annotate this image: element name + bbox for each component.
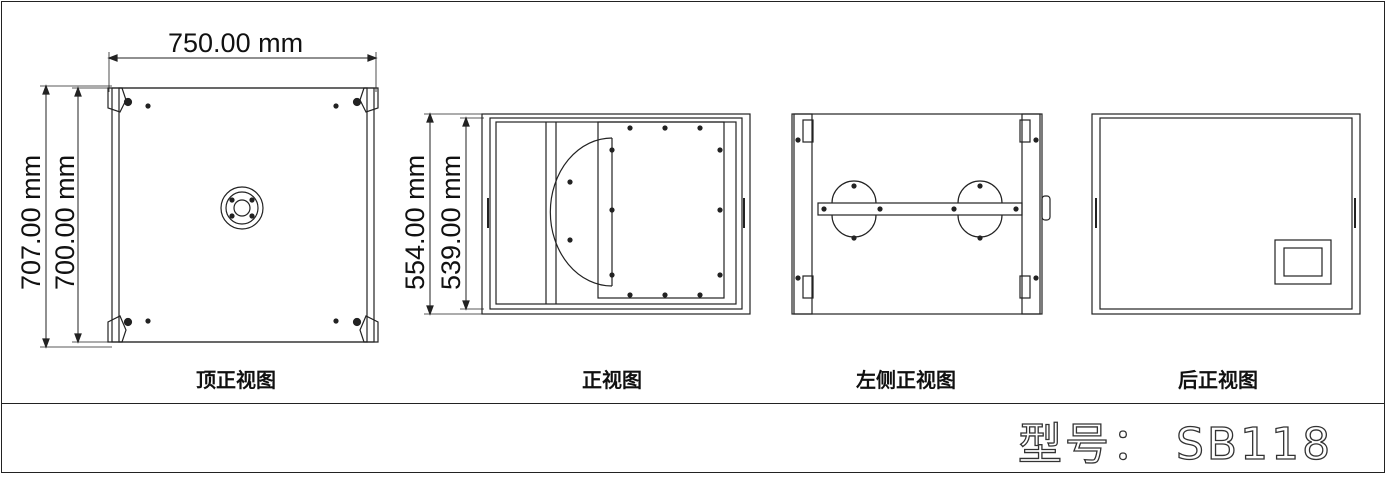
top-width-dimension: 750.00 mm (168, 28, 303, 58)
left-side-view-caption: 左侧正视图 (856, 368, 956, 392)
title-block-divider (1, 403, 1385, 404)
top-depth-outer-dimension: 707.00 mm (16, 155, 46, 290)
top-view-caption: 顶正视图 (196, 368, 276, 392)
top-depth-inner-dimension: 700.00 mm (50, 155, 80, 290)
left-side-view (791, 113, 1051, 315)
rear-view-caption: 后正视图 (1178, 368, 1258, 392)
model-number: 型号： SB118 (1017, 418, 1334, 470)
front-height-outer-dimension: 554.00 mm (400, 155, 430, 290)
front-view (424, 112, 751, 316)
front-height-inner-dimension: 539.00 mm (436, 155, 466, 290)
top-view: 750.00 mm (40, 28, 379, 349)
rear-view (1091, 113, 1361, 315)
front-view-caption: 正视图 (582, 368, 642, 392)
